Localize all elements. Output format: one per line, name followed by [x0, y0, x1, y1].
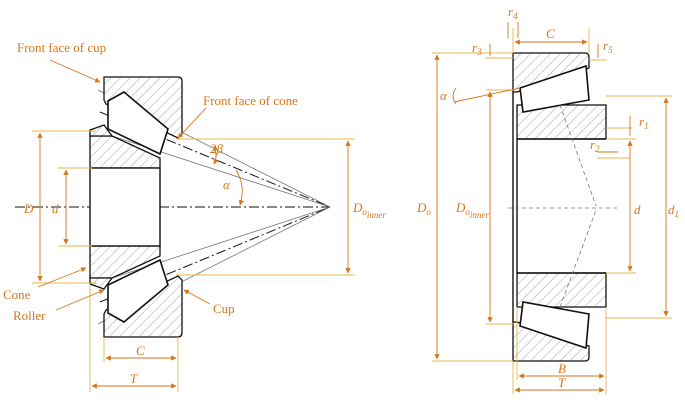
label-front-face-of-cup: Front face of cup — [17, 40, 106, 55]
label-T-right: T — [558, 375, 566, 390]
label-d-right: d — [634, 202, 641, 217]
leader-roller — [55, 289, 105, 311]
leader-front-face-cup — [49, 59, 101, 83]
left-bearing-view: Front face of cup Front face of cone 2β … — [3, 40, 386, 392]
label-front-face-of-cone: Front face of cone — [203, 93, 298, 108]
right-cone-profile-upper — [559, 104, 597, 207]
label-C-right: C — [546, 26, 555, 41]
label-B-right: B — [558, 361, 566, 376]
cone-raceway-line-upper — [99, 131, 331, 208]
label-Doinner-right: Doinner — [455, 200, 489, 220]
leader-cup — [183, 289, 211, 305]
label-r4: r4 — [508, 4, 518, 21]
label-two-beta: 2β — [210, 141, 224, 156]
label-Doinner-left: Doinner — [352, 200, 386, 220]
label-cup: Cup — [213, 301, 235, 316]
label-r1: r1 — [639, 114, 649, 131]
cone-raceway-line-lower — [99, 206, 331, 283]
label-T-left: T — [130, 371, 138, 386]
roller-upper — [107, 91, 169, 156]
label-Do-right: Do — [416, 200, 431, 217]
label-D: D — [23, 201, 34, 216]
bearing-body-outline-right — [512, 92, 606, 322]
label-roller: Roller — [13, 308, 46, 323]
angle-arc-alpha — [235, 169, 245, 206]
label-r2: r2 — [590, 137, 600, 154]
angle-arc-2beta — [213, 145, 219, 165]
label-d1-right: d1 — [668, 202, 679, 219]
label-r3: r3 — [472, 40, 482, 57]
label-cone: Cone — [3, 287, 31, 302]
cone-lower-section-right — [516, 272, 607, 308]
label-r5: r5 — [603, 38, 613, 55]
angle-arc-right-alpha — [452, 87, 457, 105]
leader-front-face-cone — [177, 107, 207, 139]
right-cone-profile-lower — [559, 209, 597, 308]
roller-upper-right — [519, 64, 590, 113]
roller-lower — [107, 258, 169, 323]
cone-rib-lower — [89, 277, 114, 290]
roller-lower-right — [519, 301, 590, 350]
cone-rib-upper — [89, 124, 114, 137]
right-bearing-view: r4 C r3 r5 α r1 r2 Do Doinner d d1 B T — [416, 4, 679, 394]
cone-bore — [89, 167, 161, 247]
leader-cone — [37, 267, 87, 288]
label-alpha-right: α — [440, 88, 448, 103]
label-C-left: C — [136, 343, 145, 358]
label-alpha-left: α — [223, 177, 231, 192]
label-d-left: d — [52, 201, 59, 216]
leader-right-alpha — [453, 87, 521, 103]
